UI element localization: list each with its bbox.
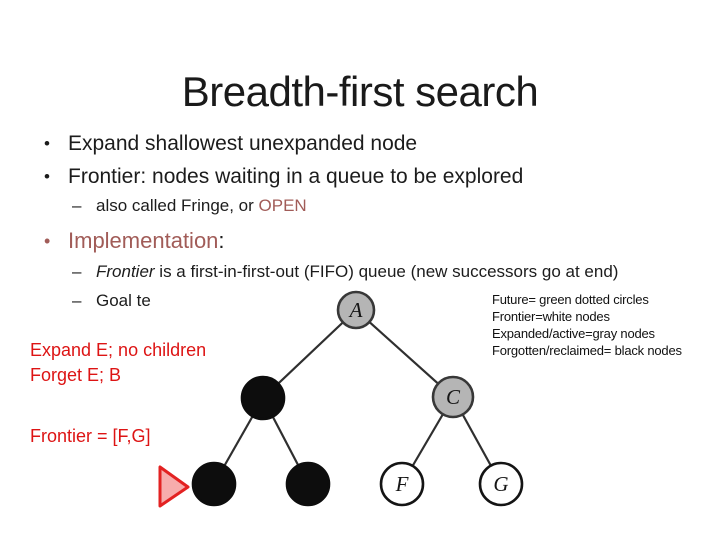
subbullet-also-called: –also called Fringe, or OPEN <box>72 196 307 216</box>
tree-edge-C-F <box>401 396 454 485</box>
tree-edge-C-G <box>452 396 502 485</box>
colon: : <box>218 228 225 253</box>
bullet-expand-shallowest: • Expand shallowest unexpanded node <box>44 132 417 156</box>
dash-icon: – <box>72 262 82 281</box>
page-title: Breadth-first search <box>181 68 539 116</box>
tree-node-label-C: C <box>446 385 461 409</box>
step-annotation: Expand E; no children Forget E; B <box>30 338 206 388</box>
implementation-word: Implementation <box>68 228 219 253</box>
legend-line-future: Future= green dotted circles <box>492 292 649 307</box>
bullet-text: Expand shallowest unexpanded node <box>68 132 418 155</box>
bullet-text: Frontier: nodes waiting in a queue to be… <box>68 165 524 188</box>
frontier-state-annotation: Frontier = [F,G] <box>30 424 151 449</box>
annotation-forget-e: Forget E; B <box>30 365 122 385</box>
annotation-expand-e: Expand E; no children <box>30 340 207 360</box>
bullet-implementation: • Implementation: <box>44 228 225 254</box>
bullet-icon: • <box>44 231 51 251</box>
subbullet-text: is a first-in-first-out (FIFO) queue (ne… <box>154 262 619 281</box>
open-keyword: OPEN <box>258 196 307 215</box>
bullet-frontier-queue: • Frontier: nodes waiting in a queue to b… <box>44 165 523 189</box>
subbullet-goal-test-truncated: –Goal te <box>72 291 151 311</box>
legend-line-expanded: Expanded/active=gray nodes <box>492 326 655 341</box>
tree-node-F-frontier <box>379 461 425 507</box>
bullet-icon: • <box>44 167 50 186</box>
tree-edge-B-D <box>213 397 264 485</box>
annotation-frontier-list: Frontier = [F,G] <box>30 426 151 446</box>
dash-icon: – <box>72 196 82 215</box>
current-position-arrow-icon <box>158 465 190 508</box>
tree-node-B-forgotten <box>240 375 286 421</box>
subbullet-text: also called Fringe, or <box>96 196 259 215</box>
subbullet-fifo-queue: –Frontier is a first-in-first-out (FIFO)… <box>72 262 618 282</box>
tree-node-G-frontier <box>478 461 524 507</box>
tree-edge-A-B <box>262 309 357 399</box>
subbullet-text: Goal te <box>96 291 151 310</box>
dash-icon: – <box>72 291 82 310</box>
tree-edge-B-E <box>262 397 309 485</box>
frontier-word: Frontier <box>96 262 155 281</box>
legend-line-forgotten: Forgotten/reclaimed= black nodes <box>492 343 682 358</box>
bullet-icon: • <box>44 134 50 153</box>
legend-line-frontier: Frontier=white nodes <box>492 309 610 324</box>
tree-node-label-G: G <box>493 472 508 496</box>
node-color-legend: Future= green dotted circles Frontier=wh… <box>492 291 682 359</box>
tree-edge-A-C <box>355 309 454 398</box>
tree-node-label-A: A <box>348 298 363 322</box>
tree-node-D-forgotten <box>191 461 237 507</box>
tree-node-E-forgotten <box>285 461 331 507</box>
tree-node-C-expanded <box>431 375 475 419</box>
tree-node-label-F: F <box>395 472 409 496</box>
tree-node-A-expanded <box>336 290 376 330</box>
